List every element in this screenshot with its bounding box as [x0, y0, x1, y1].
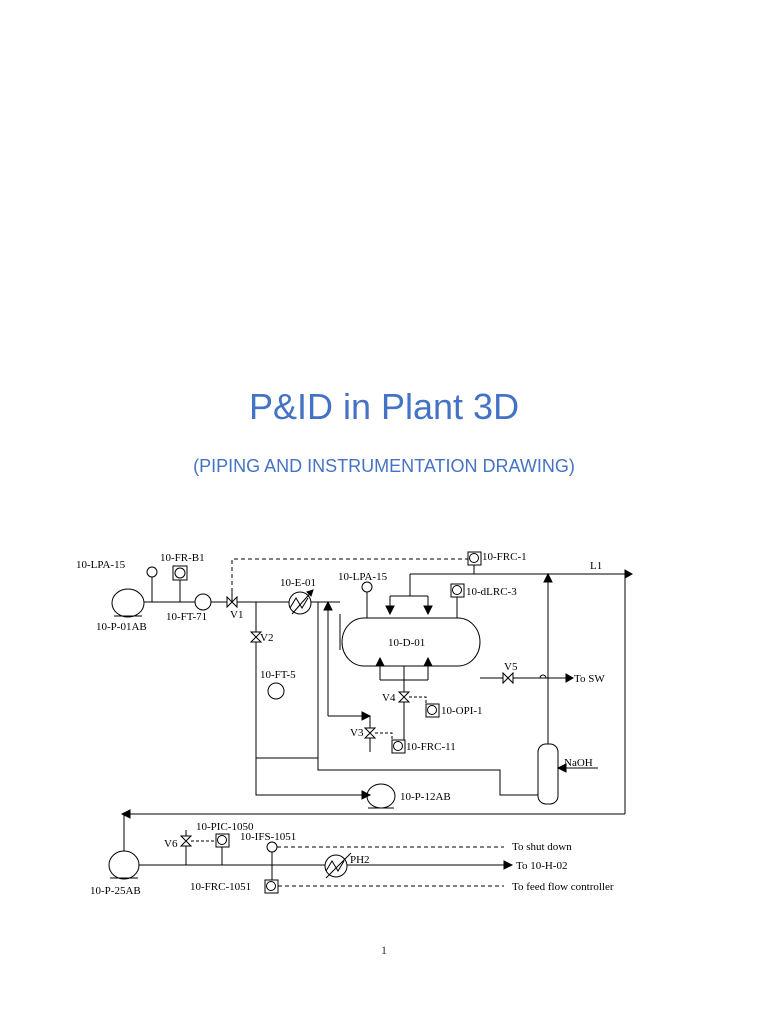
label-fr-b1: 10-FR-B1 [160, 552, 205, 564]
label-pic-1050: 10-PIC-1050 [196, 821, 254, 833]
heat-exchanger-e-01-icon [288, 591, 312, 615]
label-p-12ab: 10-P-12AB [400, 791, 451, 803]
valve-v6-icon [179, 835, 193, 847]
label-d-01: 10-D-01 [388, 637, 425, 649]
page-number: 1 [381, 943, 387, 957]
label-frc-1: 10-FRC-1 [482, 551, 527, 563]
label-v5: V5 [504, 661, 518, 673]
label-ph2: PH2 [350, 854, 370, 866]
label-to-sw: To SW [574, 673, 605, 685]
pid-diagram: 10-LPA-15 10-FR-B1 10-FRC-1 L1 10-E-01 1… [76, 551, 634, 897]
label-frc-11: 10-FRC-11 [406, 741, 456, 753]
label-e-01: 10-E-01 [280, 577, 316, 589]
label-l1: L1 [590, 560, 602, 572]
valve-v3-icon [363, 727, 377, 739]
label-lpa-15-left: 10-LPA-15 [76, 559, 126, 571]
label-p-01ab: 10-P-01AB [96, 621, 147, 633]
naoh-column-icon [537, 743, 559, 805]
pump-p-12ab-icon [366, 783, 396, 809]
page-title: P&ID in Plant 3D [248, 386, 520, 427]
ft-5-icon [267, 682, 285, 700]
valve-v2-icon [249, 631, 263, 643]
ft-71-icon [194, 593, 212, 611]
pump-p-25ab-icon [108, 850, 140, 880]
label-to-feed-flow: To feed flow controller [512, 881, 614, 893]
label-to-shut-down: To shut down [512, 841, 572, 853]
ifs-1051-icon [266, 841, 278, 853]
lpa-15-left-icon [146, 566, 158, 578]
page-subtitle: (PIPING AND INSTRUMENTATION DRAWING) [193, 456, 575, 476]
label-p-25ab: 10-P-25AB [90, 885, 141, 897]
label-v4: V4 [382, 692, 396, 704]
label-frc-1051: 10-FRC-1051 [190, 881, 251, 893]
label-opi-1: 10-OPI-1 [441, 705, 483, 717]
lpa-15-right-icon [361, 581, 373, 593]
valve-v4-icon [397, 691, 411, 703]
label-to-h-02: To 10-H-02 [516, 860, 567, 872]
label-v2: V2 [260, 632, 273, 644]
label-ft-5: 10-FT-5 [260, 669, 296, 681]
label-v1: V1 [230, 609, 243, 621]
heater-ph2-icon [324, 854, 348, 878]
label-lpa-15-right: 10-LPA-15 [338, 571, 388, 583]
drum-d-01-icon [341, 617, 481, 667]
pump-p-01ab-icon [111, 588, 145, 618]
label-v3: V3 [350, 727, 364, 739]
label-ft-71: 10-FT-71 [166, 611, 207, 623]
valve-v5-icon [502, 671, 514, 685]
label-dlrc-3: 10-dLRC-3 [466, 586, 517, 598]
label-ifs-1051: 10-IFS-1051 [240, 831, 296, 843]
signal-line-frc-1 [231, 558, 468, 592]
label-v6: V6 [164, 838, 178, 850]
label-naoh: NaOH [564, 757, 593, 769]
